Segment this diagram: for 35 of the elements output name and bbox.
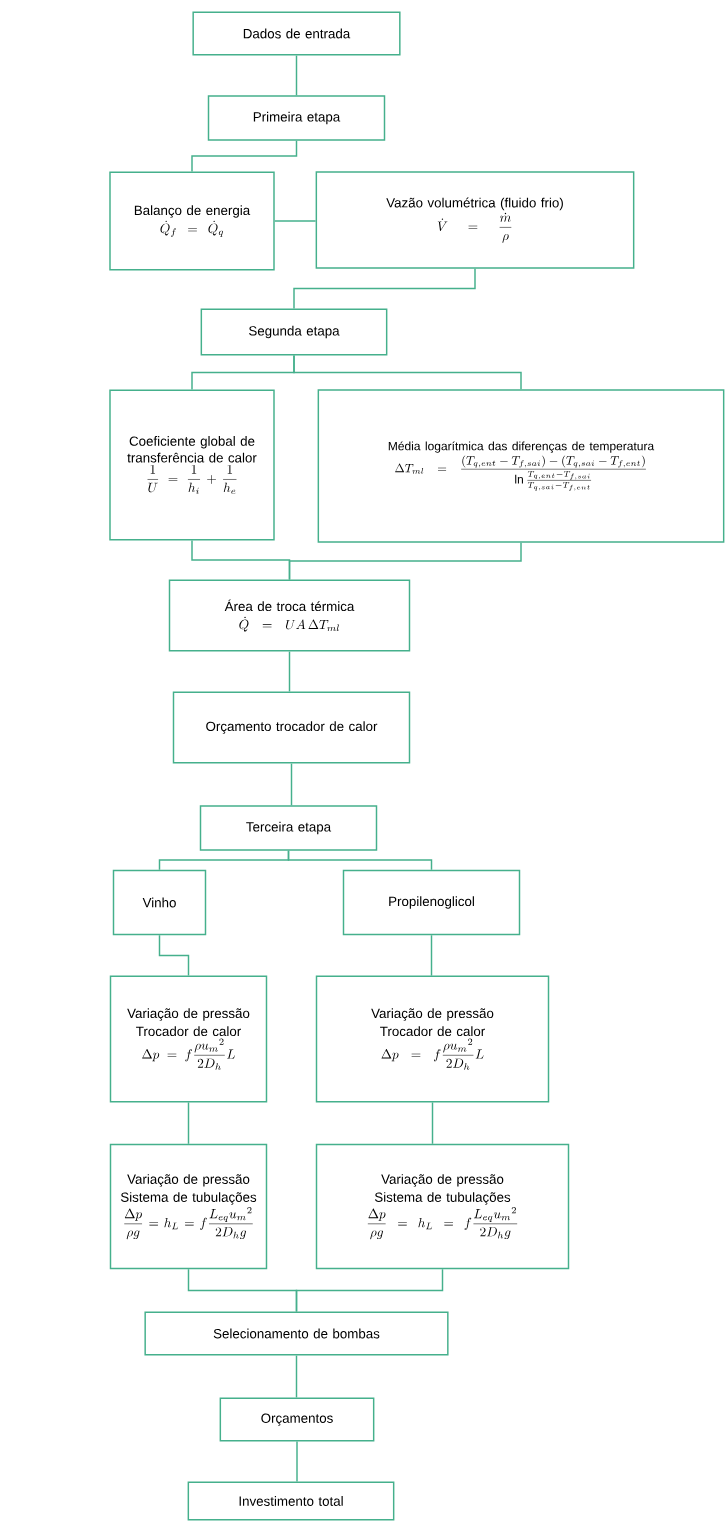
connector-line [295,54,298,96]
process-box: Primeira etapa [207,95,386,141]
process-box: Vinho [112,869,207,936]
process-box: Variação de pressão Trocador de calor $\Delta p = f \frac{\rho {u_m}^2}{2 D_h} L$ [315,975,550,1103]
connector-line [288,542,522,581]
process-box: Orçamento trocador de calor [172,691,411,764]
connector-line [430,934,433,977]
process-box: Propilenoglicol [342,869,521,936]
process-box: Investimento total [187,1481,395,1521]
connector-line [293,354,522,390]
connector-line [274,220,317,222]
connector-line [431,1101,434,1145]
connector-line [295,1354,298,1399]
connector-line [293,268,476,310]
process-box: Coeficiente global de transferência de calor $\frac{1}{U} = \frac{1}{h_i} + \frac{1}{h_e}$ [109,389,275,541]
connector-line [290,762,293,806]
process-box: Variação de pressão Sistema de tubulações $\frac{\Delta p}{\rho g} = h_L = f \frac{L_{eq} {u_m}^2}{2 D_h g}$ [109,1143,268,1270]
process-box: Balanço de energia $\dot{Q}_f = \dot{Q}_q$ [109,171,275,271]
process-box: Orçamentos [219,1397,375,1442]
connector-line [296,1440,298,1483]
process-box: Variação de pressão Sistema de tubulações $\frac{\Delta p}{\rho g} = h_L = f \frac{L_{eq} {u_m}^2}{2 D_h g}$ [315,1143,570,1270]
process-box: Terceira etapa [199,805,378,851]
process-box: Selecionamento de bombas [144,1311,449,1356]
connector-line [295,1268,444,1313]
process-box: Dados de entrada [192,11,401,56]
connector-line [191,140,298,173]
process-box: Média logarítmica das diferenças de temperatura $\Delta T_{ml} = \frac{(T_{q,ent} - T_{f,sai}) - (T_{q,sai} - T_{f,ent})}{\ln \frac{T_{q,ent} - T_{f,sai}}{T_{q,sai} - T_{f,ent}}}$ [317,389,725,543]
process-box: Área de troca térmica $\dot{Q} = U A \, \Delta T_{ml}$ [168,579,411,652]
connector-line [287,850,433,871]
connector-line [288,650,291,693]
process-box: Vazão volumétrica (fluido frio) $\dot{V} = \frac{\dot{m}}{\rho}$ [315,171,635,269]
process-box: Segunda etapa [200,308,388,356]
connector-line [187,1101,190,1145]
connector-line [158,934,190,977]
process-box: Variação de pressão Trocador de calor $\Delta p = f \frac{\rho {u_m}^2}{2 D_h} L$ [109,975,268,1103]
